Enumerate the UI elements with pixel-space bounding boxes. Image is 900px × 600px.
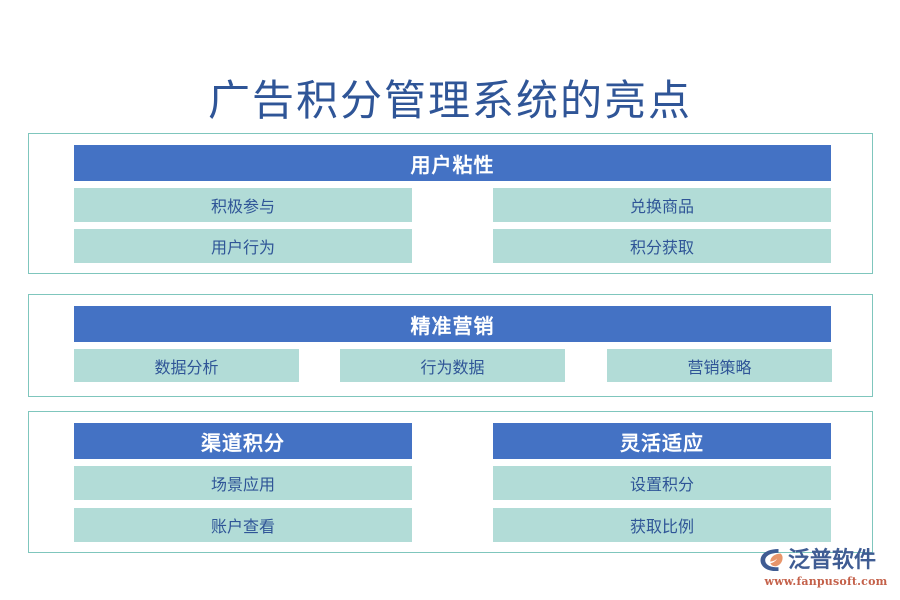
section-header-bar: 精准营销: [74, 306, 831, 342]
item-box[interactable]: 用户行为: [74, 229, 412, 263]
item-box[interactable]: 营销策略: [607, 349, 832, 382]
fanpu-logo-icon: [758, 547, 786, 573]
item-box[interactable]: 积极参与: [74, 188, 412, 222]
section-channel-and-flexibility: 渠道积分 灵活适应 场景应用 设置积分 账户查看 获取比例: [28, 411, 873, 553]
logo-row: 泛普软件: [758, 546, 894, 574]
item-box[interactable]: 设置积分: [493, 466, 831, 500]
item-box[interactable]: 场景应用: [74, 466, 412, 500]
section-precision-marketing: 精准营销 数据分析 行为数据 营销策略: [28, 294, 873, 397]
section-header-bar: 用户粘性: [74, 145, 831, 181]
section-header-bar: 渠道积分: [74, 423, 412, 459]
item-box[interactable]: 账户查看: [74, 508, 412, 542]
item-box[interactable]: 数据分析: [74, 349, 299, 382]
item-box[interactable]: 兑换商品: [493, 188, 831, 222]
logo-website-url: www.fanpusoft.com: [764, 575, 888, 588]
logo-company-name: 泛普软件: [788, 547, 877, 573]
page-title: 广告积分管理系统的亮点: [207, 76, 692, 125]
item-box[interactable]: 行为数据: [340, 349, 565, 382]
item-box[interactable]: 获取比例: [493, 508, 831, 542]
section-user-stickiness: 用户粘性 积极参与 兑换商品 用户行为 积分获取: [28, 133, 873, 274]
item-box[interactable]: 积分获取: [493, 229, 831, 263]
company-logo: 泛普软件 www.fanpusoft.com: [758, 546, 894, 590]
section-header-bar: 灵活适应: [493, 423, 831, 459]
